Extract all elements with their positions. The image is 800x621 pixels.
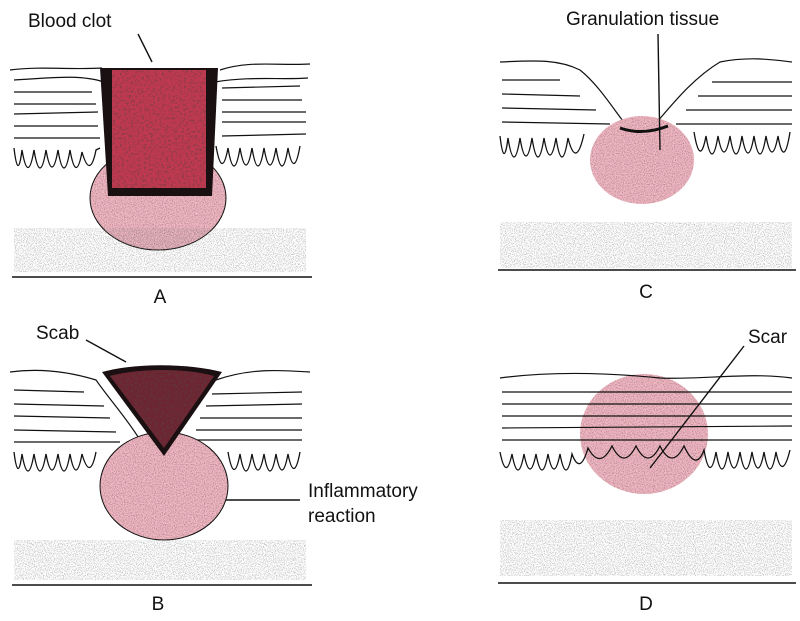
leader-scab: [86, 340, 126, 362]
dermal-papillae-right: [216, 146, 300, 166]
dermal-papillae-b-right: [228, 452, 300, 471]
panel-letter-a: A: [154, 287, 167, 308]
label-scab: Scab: [36, 323, 79, 344]
dermis-speckle-d: [500, 520, 792, 576]
dermis-speckle-b: [14, 540, 306, 580]
leader-blood-clot: [138, 34, 152, 62]
dermal-papillae-left: [14, 148, 100, 168]
label-inflammatory-line2: reaction: [308, 506, 376, 527]
label-blood-clot: Blood clot: [28, 11, 112, 32]
label-inflammatory-line1: Inflammatory: [308, 481, 418, 502]
panel-letter-b: B: [152, 594, 165, 615]
panel-letter-d: D: [639, 594, 653, 615]
label-granulation-tissue: Granulation tissue: [566, 9, 719, 30]
panel-c: Granulation tissue C: [498, 9, 796, 303]
label-scar: Scar: [748, 327, 788, 348]
panel-b: Scab Inflammatory reaction B: [10, 323, 418, 615]
panel-a: Blood clot A: [10, 11, 312, 308]
dermis-speckle-c: [500, 222, 792, 268]
dermis-speckle-a: [14, 228, 306, 272]
dermal-papillae-c-right: [694, 132, 790, 154]
panel-letter-c: C: [639, 282, 653, 303]
dermal-papillae-b-left: [14, 452, 96, 471]
dermal-papillae-c-left: [500, 134, 584, 157]
panel-d: Scar D: [498, 327, 796, 615]
